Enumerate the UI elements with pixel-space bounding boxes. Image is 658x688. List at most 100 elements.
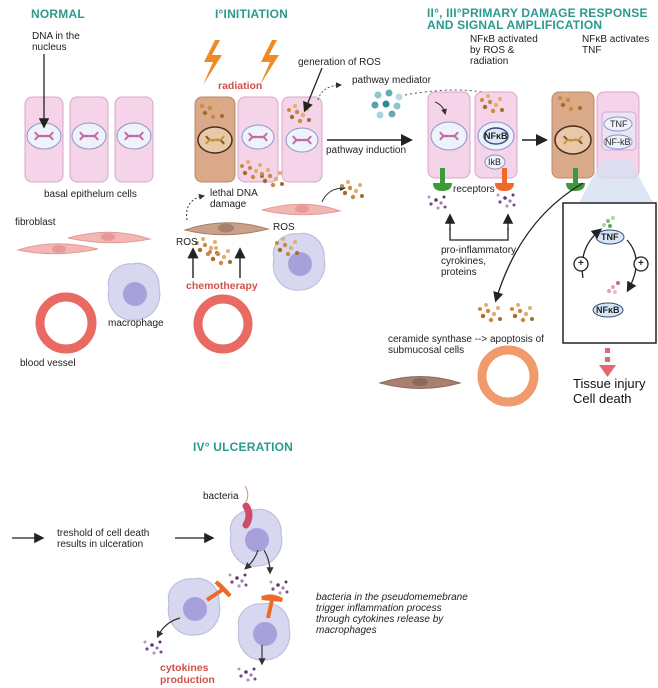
plus-right: + xyxy=(638,258,644,269)
blood-vessel-label: blood vessel xyxy=(20,358,76,369)
cytokines-label: pro-inflammatory cyrokines, proteins xyxy=(441,245,516,278)
nfkb-activated-line3: radiation xyxy=(470,56,509,67)
heading-amplification: II°, III°PRIMARY DAMAGE RESPONSE AND SIG… xyxy=(427,7,648,31)
note-line2: trigger inflammation process xyxy=(316,603,442,614)
radiation-bolts xyxy=(203,40,279,85)
note-line4: macrophages xyxy=(316,625,377,636)
tnf-nfkb-loop-box xyxy=(562,202,657,344)
mediator-entry-arrow xyxy=(434,101,447,115)
loop-contents xyxy=(573,216,649,318)
cytokine-dots-4 xyxy=(237,667,257,682)
macrophage-left xyxy=(167,577,221,636)
bacteria-icon xyxy=(242,502,253,529)
threshold-label: treshold of cell death results in ulcera… xyxy=(57,528,149,550)
cytokine-dots-3 xyxy=(143,640,163,655)
heading-initiation: I°INITIATION xyxy=(215,7,288,21)
release-arrow-right xyxy=(263,549,274,575)
heading-amplification-line2: AND SIGNAL AMPLIFICATION xyxy=(427,18,603,32)
heading-normal: NORMAL xyxy=(31,7,85,21)
dna-label-line2: nucleus xyxy=(32,42,67,53)
zoom-wedge xyxy=(575,160,657,210)
nfkb-activated-line1: NFκB activated xyxy=(470,34,538,45)
ceramide-arrow xyxy=(493,182,584,303)
cytokines-line2: cyrokines, xyxy=(441,256,487,267)
threshold-line1: treshold of cell death xyxy=(57,528,150,539)
heading-ulceration: IV° ULCERATION xyxy=(193,440,294,454)
heading-amplification-line1: II°, III°PRIMARY DAMAGE RESPONSE xyxy=(427,6,648,20)
cytokines-line3: proteins xyxy=(441,267,477,278)
tissue-injury-arrow xyxy=(599,348,616,377)
nfkb-activated-label: NFκB activated by ROS & radiation xyxy=(470,34,538,67)
ros-dots xyxy=(340,180,364,200)
fibroblast-label: fibroblast xyxy=(15,217,56,228)
macrophage-label: macrophage xyxy=(108,318,164,329)
outcome-label: Tissue injury Cell death xyxy=(573,376,645,406)
receptors xyxy=(427,168,516,210)
nf-kb-cell-label: NF-kB xyxy=(605,137,631,147)
cytokines-production-line2: production xyxy=(160,674,215,686)
blood-vessel-normal xyxy=(35,292,97,354)
ulceration-note: bacteria in the pseudomemebrane trigger … xyxy=(316,592,468,636)
bacteria-flagellum xyxy=(244,485,249,503)
note-line3: through cytokines release by xyxy=(316,614,444,625)
fibroblast-ros-arrow xyxy=(321,185,346,203)
macrophage-ulceration xyxy=(229,508,283,567)
initiation-cells xyxy=(194,96,323,188)
cytokines-production-line1: cytokines xyxy=(160,662,209,674)
orange-receptors xyxy=(205,580,284,619)
ceramide-line1: ceramide synthase --> apoptosis of xyxy=(388,334,544,345)
outcome-line1: Tissue injury xyxy=(573,376,646,391)
lethal-dna-label: lethal DNA damage xyxy=(210,188,258,210)
apoptosis-dots-2 xyxy=(510,303,534,323)
macrophage-normal xyxy=(107,262,161,321)
blood-vessel-initiation xyxy=(193,294,253,354)
generation-ros-label: generation of ROS xyxy=(298,57,381,68)
lethal-dna-arrow xyxy=(186,193,205,221)
cytokines-line1: pro-inflammatory xyxy=(441,245,517,256)
threshold-line2: results in ulceration xyxy=(57,539,144,550)
pathway-mediator-dots xyxy=(371,89,403,119)
cytokine-dots-1 xyxy=(228,573,248,588)
ros-label-left: ROS xyxy=(176,237,198,248)
lethal-dna-line2: damage xyxy=(210,199,247,210)
ikb-label: IkB xyxy=(488,157,502,167)
ceramide-line2: submucosal cells xyxy=(388,345,465,356)
signaling-cells xyxy=(427,91,518,179)
bacteria-label: bacteria xyxy=(203,491,239,502)
macrophage-left-release-arrow xyxy=(156,617,181,639)
cytokine-dots-2 xyxy=(269,580,289,595)
damaged-fibroblast xyxy=(183,222,270,266)
tnf-cell-label: TNF xyxy=(610,119,628,129)
macrophage-initiation xyxy=(272,232,326,291)
nfkb-nucleus-label: NFκB xyxy=(484,131,508,141)
pink-fibroblast xyxy=(261,203,342,216)
note-line1: bacteria in the pseudomemebrane xyxy=(316,592,468,603)
dna-nucleus-label: DNA in the nucleus xyxy=(32,31,80,53)
macrophage-right xyxy=(237,602,291,661)
nfkb-tnf-line1: NFκB activates xyxy=(582,34,650,45)
pathway-induction-label: pathway induction xyxy=(326,145,407,156)
lethal-dna-line1: lethal DNA xyxy=(210,188,258,199)
basal-cells-label: basal epithelum cells xyxy=(44,189,137,200)
pathway-mediator-label: pathway mediator xyxy=(352,75,431,86)
release-arrow-left xyxy=(244,549,259,570)
fibroblasts xyxy=(16,231,152,255)
ceramide-label: ceramide synthase --> apoptosis of submu… xyxy=(388,334,544,356)
tnf-cells xyxy=(551,91,640,191)
loop-tnf-label: TNF xyxy=(601,232,619,242)
nfkb-tnf-line2: TNF xyxy=(582,45,602,56)
dna-label-line1: DNA in the xyxy=(32,31,80,42)
loop-nfkb-label: NFκB xyxy=(596,305,620,315)
ros-label-right: ROS xyxy=(273,222,295,233)
outcome-line2: Cell death xyxy=(573,391,632,406)
mediator-dashed-arrow xyxy=(317,82,342,101)
nfkb-tnf-label: NFκB activates TNF xyxy=(582,34,649,56)
ros-pointer-arrow xyxy=(303,67,323,113)
basal-epithelium-cells xyxy=(24,96,154,183)
blood-vessel-submucosal xyxy=(477,345,539,407)
nfkb-activated-line2: by ROS & xyxy=(470,45,515,56)
mediator-to-cell-arrow xyxy=(404,89,499,97)
cytokines-production-label: cytokines production xyxy=(160,662,215,686)
submucosal-fibroblast xyxy=(378,376,462,389)
